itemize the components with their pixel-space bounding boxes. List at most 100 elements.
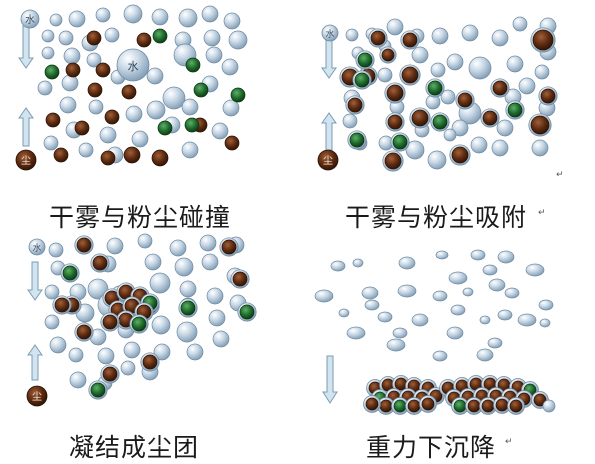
water-droplet: [162, 86, 186, 110]
water-droplet: [506, 55, 524, 73]
water-droplet: [125, 105, 143, 123]
water-droplet: [517, 313, 537, 327]
water-droplet: [496, 119, 514, 137]
arrow-down-icon: [18, 25, 34, 69]
water-droplet: [398, 256, 416, 270]
water-droplet: [491, 29, 509, 47]
water-droplet: [120, 360, 136, 376]
dust-particle: [533, 393, 547, 407]
dust-particle: [509, 399, 523, 413]
water-droplet: [208, 309, 226, 327]
water-droplet: [106, 237, 124, 255]
water-droplet: [63, 47, 81, 65]
dust-particle: [104, 109, 120, 125]
water-droplet: [186, 343, 204, 361]
water-droplet: [49, 13, 63, 27]
water-droplet: [361, 286, 379, 300]
large-water-droplet: 水: [116, 48, 150, 82]
water-droplet: [221, 58, 239, 76]
water-droplet: [137, 233, 153, 249]
water-droplet: [470, 136, 488, 154]
water-droplet: [435, 250, 449, 260]
water-droplet: [174, 257, 194, 277]
dust-particle: [157, 120, 173, 136]
dust-particle: [102, 366, 118, 382]
water-droplet: [211, 122, 229, 140]
caption-agglomeration: 凝结成尘团: [69, 433, 200, 462]
water-droplet: [41, 29, 55, 43]
dust-particle: [387, 114, 403, 130]
water-droplet: [427, 150, 447, 170]
water-droplet: [491, 139, 509, 157]
dust-particle: [370, 30, 386, 46]
water-droplet: [146, 67, 164, 85]
water-droplet: [144, 253, 162, 271]
water-droplet: [201, 253, 219, 271]
dust-particle-marker: 尘: [317, 149, 339, 171]
dust-particle: [180, 300, 196, 316]
water-marker-label: 水: [325, 28, 334, 40]
water-droplet: [542, 399, 556, 413]
water-droplet: [386, 18, 404, 36]
arrow-up-icon: [27, 344, 43, 381]
water-droplet: [181, 141, 199, 159]
water-droplet: [44, 284, 60, 300]
dust-particle: [239, 304, 255, 320]
dust-particle: [45, 112, 61, 128]
water-droplet: [43, 135, 59, 151]
water-droplet: [181, 98, 199, 116]
water-droplet: [377, 311, 393, 323]
water-droplet: [450, 304, 466, 316]
dust-particle: [136, 32, 152, 48]
dust-particle: [357, 52, 373, 68]
water-droplet: [497, 250, 515, 264]
water-marker-label: 水: [25, 14, 35, 26]
water-droplet: [228, 30, 248, 50]
water-droplet-marker: 水: [321, 24, 339, 42]
dust-particle: [53, 147, 69, 163]
dust-particle: [401, 66, 419, 84]
water-droplet: [95, 7, 111, 23]
water-droplet: [432, 290, 448, 302]
dust-particle: [131, 316, 147, 332]
water-droplet: [212, 330, 230, 348]
water-droplet: [476, 348, 494, 362]
water-droplet: [346, 326, 366, 340]
dust-particle: [540, 88, 556, 104]
dust-particle: [44, 64, 60, 80]
water-droplet: [86, 52, 102, 68]
water-droplet: [59, 96, 77, 114]
water-droplet: [153, 343, 171, 361]
water-droplet: [531, 139, 549, 157]
dust-particle: [467, 399, 481, 413]
water-droplet: [97, 347, 115, 365]
dust-particle: [347, 97, 363, 113]
water-droplet: [37, 80, 53, 96]
dust-particle: [365, 397, 379, 411]
dust-particle: [481, 399, 495, 413]
dust-particle: [457, 92, 473, 108]
water-droplet: [352, 258, 364, 268]
water-droplet: [446, 326, 464, 340]
water-droplet: [44, 314, 60, 330]
dust-particle: [482, 110, 498, 126]
water-droplet: [448, 271, 468, 285]
dust-particle: [185, 57, 201, 73]
water-droplet: [151, 315, 171, 335]
dust-particle: [123, 146, 141, 164]
dust-particle: [402, 32, 418, 48]
arrow-up-icon: [18, 107, 34, 147]
dust-particle: [349, 132, 365, 148]
water-droplet: [178, 8, 198, 28]
dust-particle: [65, 62, 81, 78]
water-droplet: [179, 280, 197, 298]
paragraph-mark: ↵: [556, 170, 564, 180]
water-droplet: [411, 313, 429, 327]
dust-marker-label: 尘: [323, 155, 333, 167]
water-droplet: [49, 336, 67, 354]
dust-particle: [86, 30, 102, 46]
water-droplet: [123, 341, 141, 359]
dust-particle: [151, 149, 169, 167]
water-droplet: [470, 249, 486, 261]
dust-particle: [87, 82, 103, 98]
